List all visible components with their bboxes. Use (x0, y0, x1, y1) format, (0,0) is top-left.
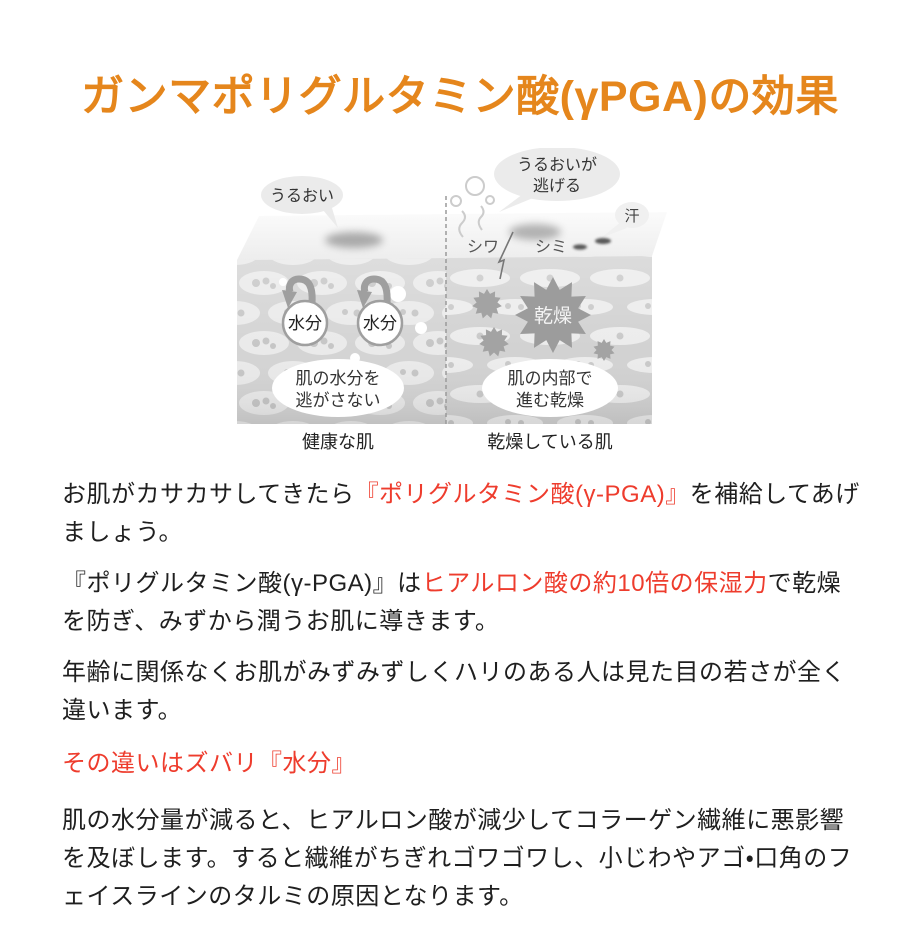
water-retention-arrow-icon (360, 275, 391, 304)
page-title: ガンマポリグルタミン酸(γPGA)の効果 (81, 73, 839, 121)
dry-callout-line1: 肌の内部で (508, 369, 593, 388)
text-run: 『ポリグルタミン酸(γ-PGA)』は (62, 570, 422, 597)
highlight-water: その違いはズバリ『水分』 (62, 750, 356, 777)
healthy-skin-caption: 健康な肌 (302, 432, 374, 452)
dryness-burst-icon-small (479, 327, 509, 357)
dry-skin-caption: 乾燥している肌 (487, 432, 612, 452)
text-run: を補給してあげましょう。 (62, 481, 860, 546)
dryness-burst-icon (515, 277, 591, 353)
water-drop-2: 水分 (356, 275, 404, 347)
dry-callout-line2: 進む乾燥 (516, 391, 584, 410)
highlight-hyaluronic: ヒアルロン酸の約10倍の保湿力 (421, 570, 768, 597)
healthy-skin-panel (237, 258, 446, 424)
wrinkle-crack-icon (497, 231, 514, 280)
moisture-escape-line2: 逃げる (533, 177, 581, 195)
sweat-bubble: 汗 (601, 202, 649, 238)
dryness-burst-icon-small (593, 339, 615, 361)
moisture-escape-line1: うるおいが (517, 156, 597, 174)
water-drop-1: 水分 (281, 275, 329, 347)
moisture-bubble-label: うるおい (270, 187, 334, 205)
callout-difference: その違いはズバリ『水分』 (62, 745, 862, 783)
paragraph-age: 年齢に関係なくお肌がみずみずしくハリのある人は見た目の若さが全く違います。 (62, 654, 862, 730)
moisture-bubble: うるおい (261, 176, 343, 228)
water-retention-arrow-icon (285, 275, 316, 304)
arrowhead-icon (282, 290, 297, 308)
dryness-burst-icon-small (472, 289, 502, 319)
surface-shadow-spot-left (325, 232, 383, 248)
dark-spot-icon (595, 238, 611, 244)
highlight-pga: 『ポリグルタミン酸(γ-PGA)』 (354, 481, 690, 508)
surface-shadow-spot-right (509, 224, 561, 240)
text-run: 年齢に関係なくお肌がみずみずしくハリのある人は見た目の若さが全く違います。 (62, 659, 846, 724)
dry-callout: 肌の内部で 進む乾燥 (482, 359, 618, 417)
healthy-callout: 肌の水分を 逃がさない (272, 359, 404, 417)
body-text: お肌がカサカサしてきたら『ポリグルタミン酸(γ-PGA)』を補給してあげましょう… (62, 476, 862, 929)
healthy-callout-line1: 肌の水分を (296, 369, 381, 388)
paragraph-mechanism: 肌の水分量が減ると、ヒアルロン酸が減少してコラーゲン繊維に悪影響を及ぼします。す… (62, 802, 862, 916)
water-drop-label: 水分 (363, 314, 397, 333)
dryness-burst: 乾燥 (515, 277, 591, 353)
skin-top-surface (237, 212, 667, 260)
skin-comparison-diagram: うるおい 水分 水分 肌の水分を 逃がさない うるおいが 逃げる 汗 (235, 148, 687, 460)
water-drop-label: 水分 (288, 314, 322, 333)
healthy-callout-line2: 逃がさない (296, 391, 381, 410)
sweat-label: 汗 (624, 208, 639, 225)
dryness-label: 乾燥 (534, 305, 572, 327)
text-run: 肌の水分量が減ると、ヒアルロン酸が減少してコラーゲン繊維に悪影響を及ぼします。す… (62, 807, 853, 910)
paragraph-moisture-power: 『ポリグルタミン酸(γ-PGA)』はヒアルロン酸の約10倍の保湿力で乾燥を防ぎ、… (62, 565, 862, 641)
paragraph-intro: お肌がカサカサしてきたら『ポリグルタミン酸(γ-PGA)』を補給してあげましょう… (62, 476, 862, 552)
wrinkle-label: シワ (467, 239, 499, 256)
text-run: お肌がカサカサしてきたら (62, 481, 355, 508)
escaping-moisture-icon (450, 176, 495, 238)
moisture-escape-bubble: うるおいが 逃げる (494, 148, 620, 212)
spot-label: シミ (535, 239, 567, 256)
arrowhead-icon (357, 290, 372, 308)
dark-spot-icon (573, 244, 587, 250)
text-run: で乾燥を防ぎ、みずから潤うお肌に導きます。 (62, 570, 842, 635)
